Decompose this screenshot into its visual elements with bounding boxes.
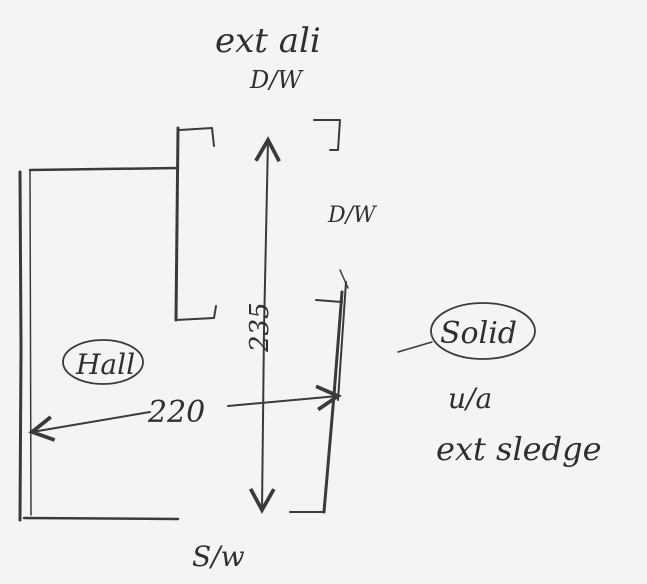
top-note-label: ext ali — [215, 21, 321, 61]
horizontal-dimension-label: 220 — [147, 395, 205, 430]
hall-label-oval — [62, 339, 144, 385]
right-wall-segment — [289, 119, 349, 514]
solid-label-oval — [430, 302, 536, 360]
left-wall-segment — [174, 126, 217, 322]
note-line1-label: u/a — [448, 382, 492, 415]
note-line2-label: ext sledge — [436, 430, 602, 468]
horizontal-dimension — [28, 384, 342, 442]
room-name-label: Hall — [75, 348, 135, 381]
solid-leader-line — [397, 341, 433, 353]
wall-type-label: Solid — [440, 316, 517, 351]
bottom-note-label: S/w — [192, 540, 245, 573]
hall-outline — [18, 166, 180, 522]
mid-code-label: D/W — [327, 203, 378, 228]
top-code-label: D/W — [249, 66, 304, 94]
vertical-dimension — [248, 136, 281, 514]
vertical-dimension-label: 235 — [245, 302, 275, 353]
